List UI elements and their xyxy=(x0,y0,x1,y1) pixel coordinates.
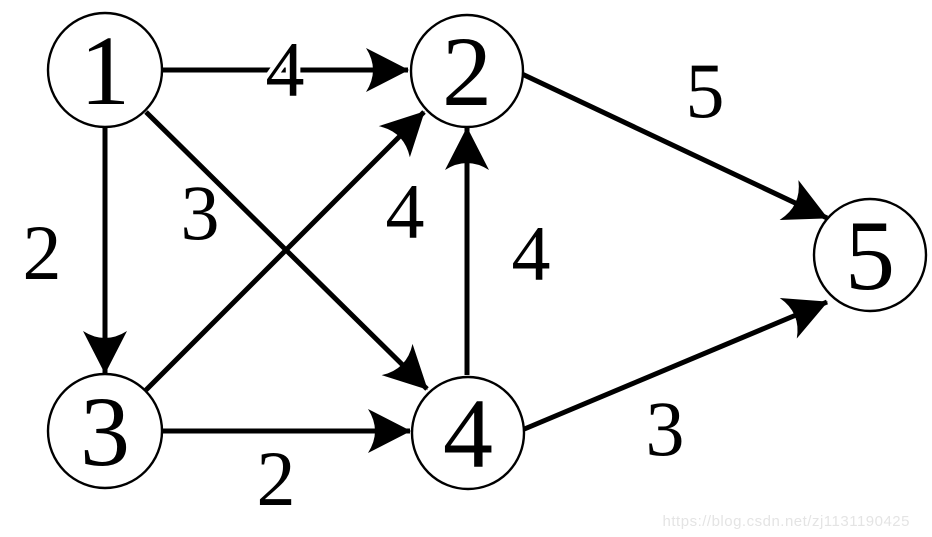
node-3: 3 xyxy=(46,372,164,490)
edge-weight-2-5: 5 xyxy=(686,47,725,134)
edge-weight-1-4: 3 xyxy=(181,169,220,256)
edge-weight-3-2: 4 xyxy=(386,168,425,255)
edge-weight-4-5: 3 xyxy=(646,385,685,472)
node-label-4: 4 xyxy=(443,378,493,489)
node-label-5: 5 xyxy=(845,200,895,311)
node-4: 4 xyxy=(410,375,526,491)
watermark-text: https://blog.csdn.net/zj1131190425 xyxy=(662,513,910,530)
edge-4-5 xyxy=(521,297,828,433)
node-circle-3 xyxy=(46,372,164,490)
node-circle-1 xyxy=(46,11,164,129)
node-circle-5 xyxy=(812,197,928,313)
node-label-2: 2 xyxy=(442,16,492,127)
edge-weight-4-2: 4 xyxy=(512,210,551,297)
edge-weight-1-2: 4 xyxy=(266,26,305,113)
node-label-1: 1 xyxy=(80,15,130,126)
edge-2-5 xyxy=(520,71,829,221)
edge-weight-1-3: 2 xyxy=(23,209,62,296)
node-1: 1 xyxy=(46,11,164,129)
node-circle-4 xyxy=(410,375,526,491)
node-label-3: 3 xyxy=(80,376,130,487)
node-2: 2 xyxy=(409,13,525,129)
edge-3-2 xyxy=(144,110,426,392)
edge-weight-3-4: 2 xyxy=(257,435,296,522)
node-5: 5 xyxy=(812,197,928,313)
node-circle-2 xyxy=(409,13,525,129)
